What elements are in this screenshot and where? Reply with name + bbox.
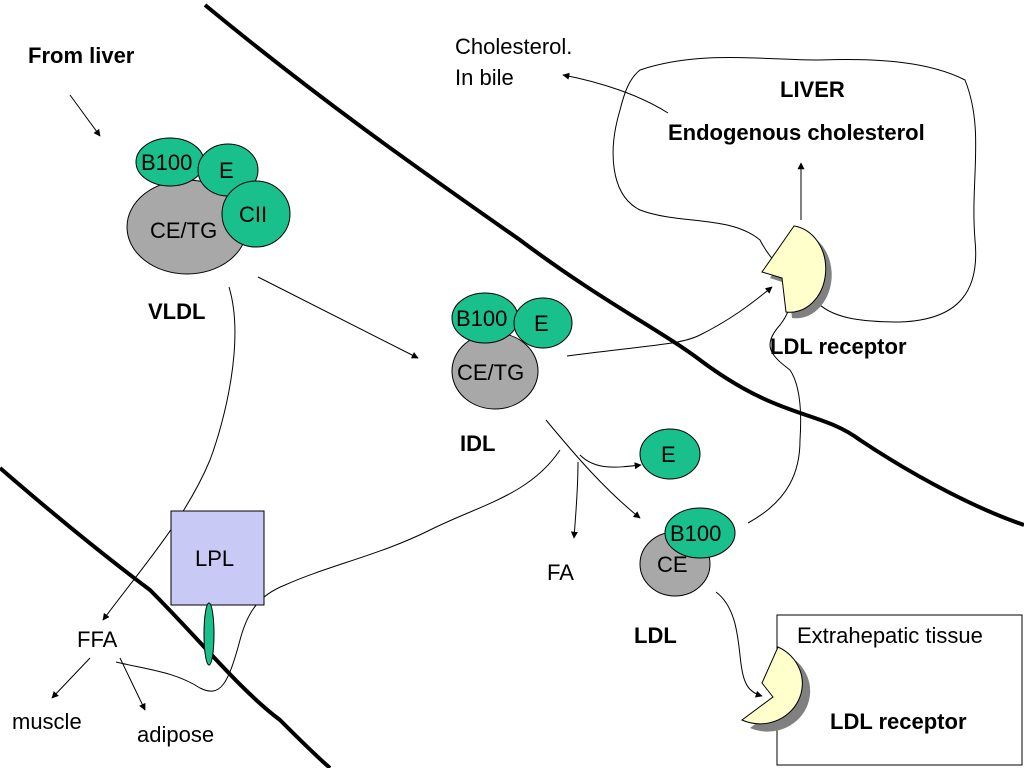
vldl-core-label: CE/TG <box>150 218 217 243</box>
ffa-to-muscle-arrow <box>51 657 91 699</box>
idl-label: IDL <box>460 431 495 456</box>
idl-to-ldl-arrow <box>545 419 641 519</box>
idl-to-fa-arrow <box>570 461 579 539</box>
ldl-apo-b100 <box>664 507 736 559</box>
lpl-box <box>170 510 265 606</box>
ldl-receptor-extra-label: LDL receptor <box>830 709 967 734</box>
ldl-to-liver-receptor-arrow <box>747 297 802 524</box>
idl-apo-b100-label: B100 <box>456 306 507 331</box>
vldl-label: VLDL <box>148 299 205 324</box>
ffa-label: FFA <box>77 627 118 652</box>
adipose-label: adipose <box>137 722 214 747</box>
ldl-core-label: CE <box>657 552 688 577</box>
lpl-label: LPL <box>195 546 234 571</box>
extrahepatic-tissue-label: Extrahepatic tissue <box>797 623 983 648</box>
vldl-apo-b100-label: B100 <box>141 150 192 175</box>
lower-boundary-line <box>0 466 332 770</box>
from-liver-label: From liver <box>28 43 135 68</box>
vldl-apo-cii-label: CII <box>239 202 267 227</box>
ldl-apo-b100-label: B100 <box>670 521 721 546</box>
ldl-receptor-liver-label: LDL receptor <box>770 334 907 359</box>
vldl-apo-cii <box>221 180 291 248</box>
idl-to-receptor-arrow <box>566 286 773 357</box>
ldl-receptor-extra-icon <box>741 646 811 732</box>
lpl-anchor <box>203 602 215 666</box>
vldl-to-ffa-arrow <box>102 286 236 621</box>
ldl-label: LDL <box>634 623 677 648</box>
from-liver-arrow <box>69 94 101 137</box>
ffa-to-adipose-arrow <box>119 657 146 711</box>
vldl-apo-e-label: E <box>219 158 234 183</box>
liver-label: LIVER <box>780 77 845 102</box>
idl-core-label: CE/TG <box>457 360 524 385</box>
endogenous-cholesterol-label: Endogenous cholesterol <box>668 120 925 145</box>
muscle-label: muscle <box>12 709 82 734</box>
free-apo-e <box>639 428 701 480</box>
idl-apo-e-label: E <box>534 311 549 336</box>
idl-apo-e <box>513 297 573 349</box>
liver-to-bile-arrow <box>562 72 669 114</box>
free-apo-e-label: E <box>661 442 676 467</box>
fa-label: FA <box>547 560 574 585</box>
cholesterol-bile-label-1: Cholesterol. <box>455 34 572 59</box>
idl-to-e-arrow <box>579 454 642 470</box>
ldl-receptor-liver-icon <box>761 225 832 319</box>
lpl-loop-line <box>115 449 561 692</box>
cholesterol-bile-label-2: In bile <box>455 65 514 90</box>
liver-outline <box>612 57 977 323</box>
ldl-to-extrahepatic-arrow <box>715 591 763 698</box>
vldl-to-idl-arrow <box>257 276 419 359</box>
upper-boundary-line <box>203 3 1024 527</box>
